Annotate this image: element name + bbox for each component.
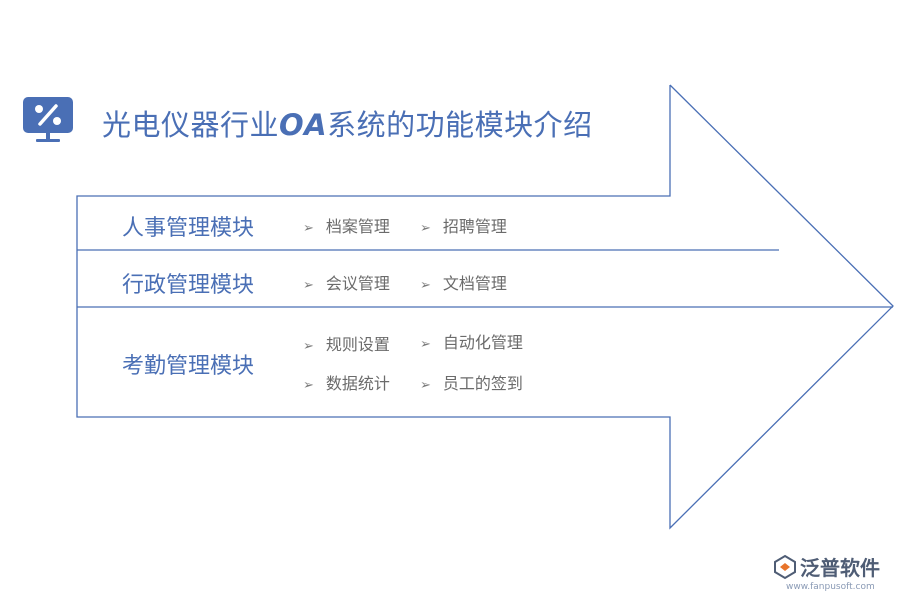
arrow-outline — [76, 84, 894, 530]
module-label-hr: 人事管理模块 — [122, 216, 255, 241]
module-item: ➢规则设置 — [303, 335, 390, 354]
arrowhead-bullet-icon: ➢ — [303, 278, 314, 293]
module-label-attendance: 考勤管理模块 — [122, 354, 255, 379]
brand-url: www.fanpusoft.com — [786, 582, 875, 592]
arrowhead-bullet-icon: ➢ — [420, 278, 431, 293]
fanpu-logo-icon — [774, 554, 796, 580]
arrowhead-bullet-icon: ➢ — [303, 221, 314, 236]
module-item: ➢文档管理 — [420, 274, 507, 293]
arrowhead-bullet-icon: ➢ — [420, 221, 431, 236]
arrowhead-bullet-icon: ➢ — [303, 378, 314, 393]
arrowhead-bullet-icon: ➢ — [420, 378, 431, 393]
module-item: ➢会议管理 — [303, 274, 390, 293]
module-item: ➢自动化管理 — [420, 333, 523, 352]
module-item: ➢招聘管理 — [420, 217, 507, 236]
brand-name: 泛普软件 — [800, 556, 880, 580]
module-item: ➢数据统计 — [303, 374, 390, 393]
page-title: 光电仪器行业OA系统的功能模块介绍 — [102, 108, 593, 142]
brand-logo: 泛普软件 www.fanpusoft.com — [772, 552, 892, 596]
module-item: ➢档案管理 — [303, 217, 390, 236]
module-item: ➢员工的签到 — [420, 374, 523, 393]
arrowhead-bullet-icon: ➢ — [303, 339, 314, 354]
arrowhead-bullet-icon: ➢ — [420, 337, 431, 352]
percent-monitor-icon — [23, 97, 73, 142]
module-label-admin: 行政管理模块 — [122, 273, 255, 298]
